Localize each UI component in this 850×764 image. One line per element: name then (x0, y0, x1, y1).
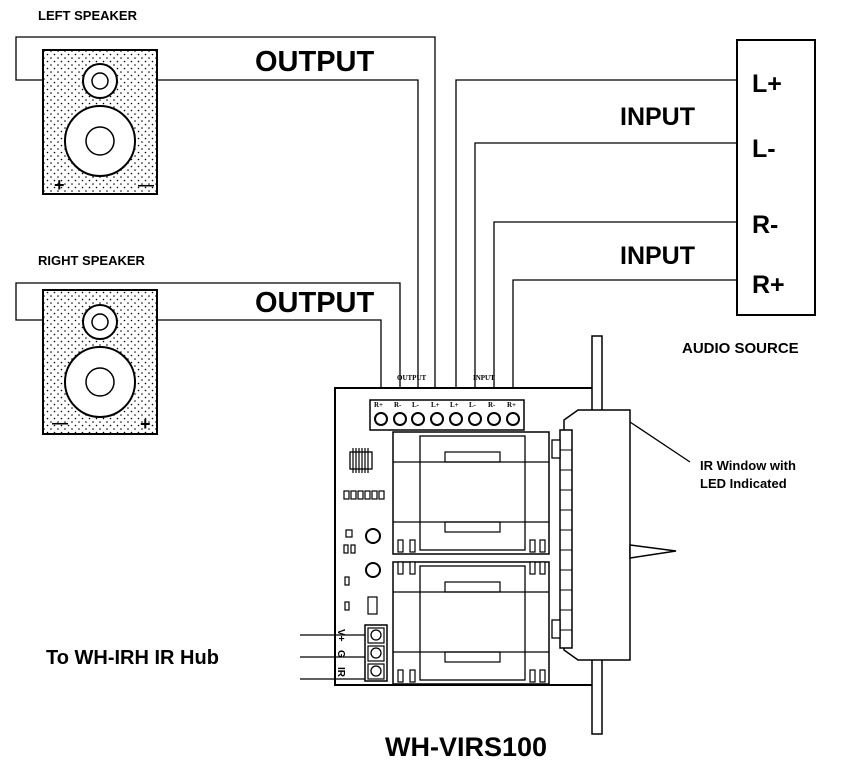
hub-terminal-vplus: V+ (335, 629, 346, 642)
left-speaker-plus: + (54, 175, 65, 195)
right-speaker-label: RIGHT SPEAKER (38, 253, 146, 268)
left-speaker-label: LEFT SPEAKER (38, 8, 138, 23)
left-speaker-minus: — (138, 177, 154, 194)
hub-label: To WH-IRH IR Hub (46, 647, 219, 669)
right-speaker-minus: — (52, 415, 68, 432)
terminal-label: R+ (374, 401, 383, 409)
terminal-label: R+ (507, 401, 516, 409)
speaker-wires (15, 36, 436, 398)
left-speaker: + — (42, 49, 158, 195)
audio-terminal-l-minus: L- (752, 135, 776, 163)
input-label-bottom: INPUT (620, 242, 695, 270)
audio-source-box (736, 39, 816, 316)
output-label-top: OUTPUT (255, 46, 375, 78)
terminal-label: L+ (431, 401, 440, 409)
terminal-label: L+ (450, 401, 459, 409)
right-speaker: — + (42, 289, 158, 435)
model-name: WH-VIRS100 (385, 732, 547, 762)
hub-wires (300, 634, 365, 680)
input-label-top: INPUT (620, 103, 695, 131)
hub-terminal-g: G (335, 650, 346, 658)
audio-terminal-l-plus: L+ (752, 70, 782, 98)
board-components (343, 431, 550, 685)
wall-plate (551, 335, 691, 735)
board-output-header: OUTPUT (397, 374, 427, 382)
hub-terminal-ir: IR (335, 667, 346, 678)
audio-terminal-r-plus: R+ (752, 271, 785, 299)
right-speaker-plus: + (140, 414, 151, 434)
terminal-labels: R+ R- L- L+ L+ L- R- R+ (374, 401, 516, 409)
ir-window-label: IR Window with (700, 458, 796, 473)
audio-source-label: AUDIO SOURCE (682, 340, 799, 357)
output-label-bottom: OUTPUT (255, 287, 375, 319)
board-input-header: INPUT (473, 374, 495, 382)
ir-window-label-line2: LED Indicated (700, 476, 787, 491)
terminal-label: L- (469, 401, 477, 409)
terminal-label: R- (488, 401, 496, 409)
input-wires (455, 79, 737, 398)
terminal-label: R- (394, 401, 402, 409)
terminal-label: L- (412, 401, 420, 409)
audio-terminal-r-minus: R- (752, 211, 778, 239)
